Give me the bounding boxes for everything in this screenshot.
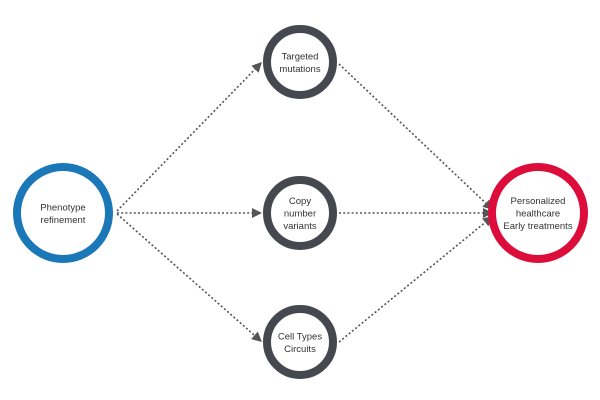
edge-line: [116, 213, 256, 336]
node-label-line: number: [284, 209, 316, 220]
edge-phenotype-to-celltypes: [116, 213, 262, 342]
node-label-line: refinement: [41, 215, 86, 226]
node-phenotype: Phenotype refinement: [13, 163, 113, 263]
node-label-line: Cell Types: [278, 331, 322, 342]
arrowhead-icon: [251, 62, 262, 73]
node-label-line: Circuits: [284, 344, 316, 355]
edge-celltypes-to-personalized: [338, 216, 493, 343]
node-label-line: Personalized: [511, 196, 566, 207]
edges-layer: [116, 62, 493, 343]
node-label-line: healthcare: [516, 209, 560, 220]
node-label-line: Phenotype: [40, 202, 85, 213]
arrowhead-icon: [251, 331, 262, 342]
edge-phenotype-to-targeted: [116, 62, 262, 212]
edge-copy-to-personalized: [339, 208, 493, 218]
node-ring: [488, 163, 588, 263]
edge-phenotype-to-copy: [117, 208, 262, 218]
nodes-layer: Phenotype refinement Targeted mutationsCopy…: [13, 25, 588, 379]
node-ring: [263, 25, 337, 99]
edge-line: [338, 63, 487, 204]
edge-line: [338, 221, 486, 343]
node-targeted: Targeted mutations: [263, 25, 337, 99]
node-ring: [13, 163, 113, 263]
node-ring: [263, 176, 337, 250]
node-label-line: Targeted: [282, 51, 319, 62]
arrowhead-icon: [252, 208, 262, 218]
node-label-line: variants: [283, 221, 317, 232]
edge-line: [116, 68, 256, 212]
edge-targeted-to-personalized: [338, 63, 493, 210]
node-label-line: mutations: [279, 64, 320, 75]
node-label-line: Copy: [289, 196, 311, 207]
node-ring: [263, 305, 337, 379]
node-label-line: Early treatments: [503, 221, 572, 232]
